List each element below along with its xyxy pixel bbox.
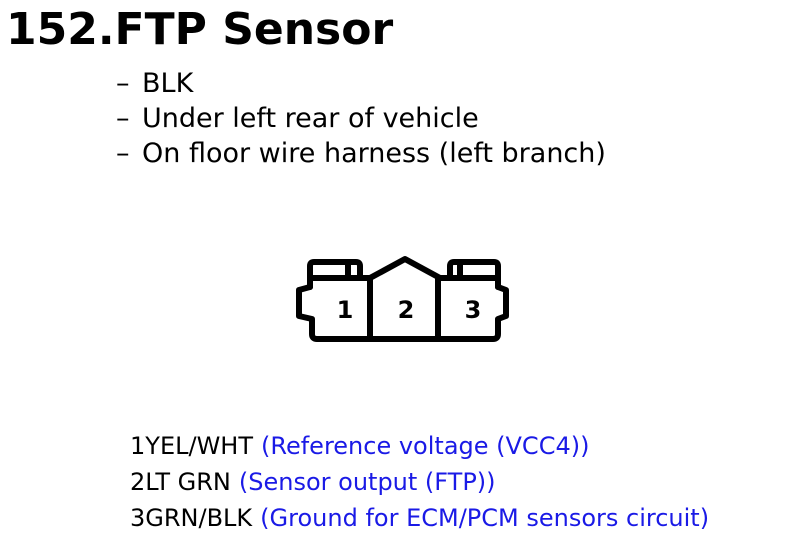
connector-outline — [296, 256, 509, 342]
pin-wire-color: LT GRN — [145, 468, 231, 496]
pin-number: 3 — [130, 504, 146, 532]
pin-label-2: 2 — [398, 296, 415, 324]
pin-description: (Reference voltage (VCC4)) — [261, 432, 590, 460]
connector-details-list: –BLK –Under left rear of vehicle –On flo… — [116, 66, 606, 171]
detail-text: Under left rear of vehicle — [142, 103, 479, 134]
detail-harness: –On floor wire harness (left branch) — [116, 136, 606, 171]
detail-color: –BLK — [116, 66, 606, 101]
pin-number: 2 — [130, 468, 146, 496]
pin-wire-color: GRN/BLK — [145, 504, 253, 532]
pin-label-3: 3 — [465, 296, 482, 324]
pin-wire-color: YEL/WHT — [145, 432, 253, 460]
detail-text: BLK — [142, 68, 194, 99]
pin-number: 1 — [130, 432, 146, 460]
pin-description: (Sensor output (FTP)) — [238, 468, 496, 496]
detail-dash: – — [116, 68, 130, 99]
page-title: 152.FTP Sensor — [6, 4, 394, 55]
pinout-list: 1YEL/WHT (Reference voltage (VCC4)) 2LT G… — [130, 428, 709, 536]
detail-dash: – — [116, 138, 130, 169]
pin-row: 2LT GRN(Sensor output (FTP)) — [130, 464, 709, 500]
detail-dash: – — [116, 103, 130, 134]
top-rail — [307, 275, 501, 290]
pin-label-1: 1 — [337, 296, 354, 324]
pin-description: (Ground for ECM/PCM sensors circuit) — [260, 504, 710, 532]
detail-location: –Under left rear of vehicle — [116, 101, 606, 136]
detail-text: On floor wire harness (left branch) — [142, 138, 606, 169]
connector-diagram: 1 2 3 — [296, 256, 509, 342]
pin-row: 3GRN/BLK(Ground for ECM/PCM sensors circ… — [130, 500, 709, 536]
pin-row: 1YEL/WHT (Reference voltage (VCC4)) — [130, 428, 709, 464]
